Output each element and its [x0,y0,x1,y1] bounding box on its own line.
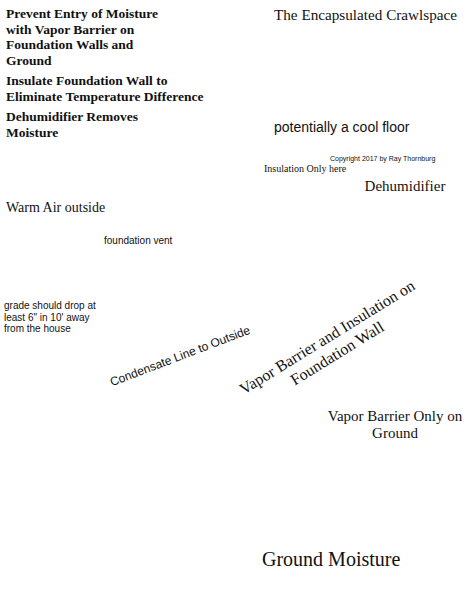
foundation-wall [190,200,232,455]
label-holder: grade should drop at least 6" in 10' awa… [4,300,104,335]
air-arrow [268,286,300,306]
insulation-wedge: Insulation Only here [260,160,372,224]
sill-plate [228,130,258,144]
house-wall [228,0,270,130]
water-drop [429,460,435,471]
note-text: Prevent Entry of Moisture with Vapor Bar… [6,6,182,68]
grade-note: grade should drop at least 6" in 10' awa… [4,300,104,335]
water-drop [357,462,363,473]
outline-face [232,148,462,456]
floor-note: potentially a cool floor [274,119,409,135]
label-holder: potentially a cool floor [274,118,409,136]
condensate-label: Condensate Line to Outside [106,323,254,390]
label-holder: Ground Moisture [262,548,400,571]
rim-joist [236,144,262,186]
label-holder: Prevent Entry of Moisture with Vapor Bar… [6,6,182,68]
label-holder: Copyright 2017 by Ray Thornburg [330,147,435,165]
moisture-label: Ground Moisture [262,548,400,571]
subfloor [258,138,464,146]
outline-face [232,318,462,456]
note-text: Dehumidifier Removes Moisture [6,109,166,140]
moisture-arrow [246,478,255,540]
label-holder: foundation vent [104,230,172,248]
water-drop [317,464,323,475]
outline-face [432,198,458,278]
ground-line [0,447,464,455]
node-text: Insulation Only here [264,163,348,175]
diagram-title: The Encapsulated Crawlspace [274,6,457,24]
node-text: Dehumidifier [352,178,458,196]
fastener-dots [247,193,323,217]
vent-pointer [140,244,192,266]
vent-grille [196,254,228,308]
moisture-arrow [326,478,335,540]
label-holder: Warm Air outside [6,198,105,216]
label-holder: Dehumidifier Removes Moisture [6,109,166,140]
outline-face [354,214,432,278]
water-drop [395,462,401,473]
air-arrow [312,230,320,300]
dehumidifier-unit: Dehumidifier [350,176,460,280]
water-drop [242,462,248,473]
note-text: Insulate Foundation Wall to Eliminate Te… [6,73,226,104]
fastener-dot [317,193,323,199]
label-holder: Condensate Line to Outside [104,346,257,364]
moisture-arrow [411,478,420,540]
outline-face [354,198,458,214]
air-arrow [326,216,346,262]
grade-pointer [26,356,42,442]
outline-face [260,160,372,224]
foundation-sill [190,186,262,200]
air-note: Warm Air outside [6,200,105,216]
water-drop [91,384,97,395]
vent-label: foundation vent [104,235,172,247]
copyright-note: Copyright 2017 by Ray Thornburg [330,155,435,163]
node-text: Vapor Barrier Only on Ground [328,408,463,443]
fastener-dot [247,211,253,217]
label-holder: Insulate Foundation Wall to Eliminate Te… [6,73,226,104]
node-text: Vapor Barrier and Insulation on Foundati… [235,276,429,416]
title-holder: The Encapsulated Crawlspace [274,6,457,24]
water-drop [269,462,275,473]
fastener-dot [282,202,288,208]
